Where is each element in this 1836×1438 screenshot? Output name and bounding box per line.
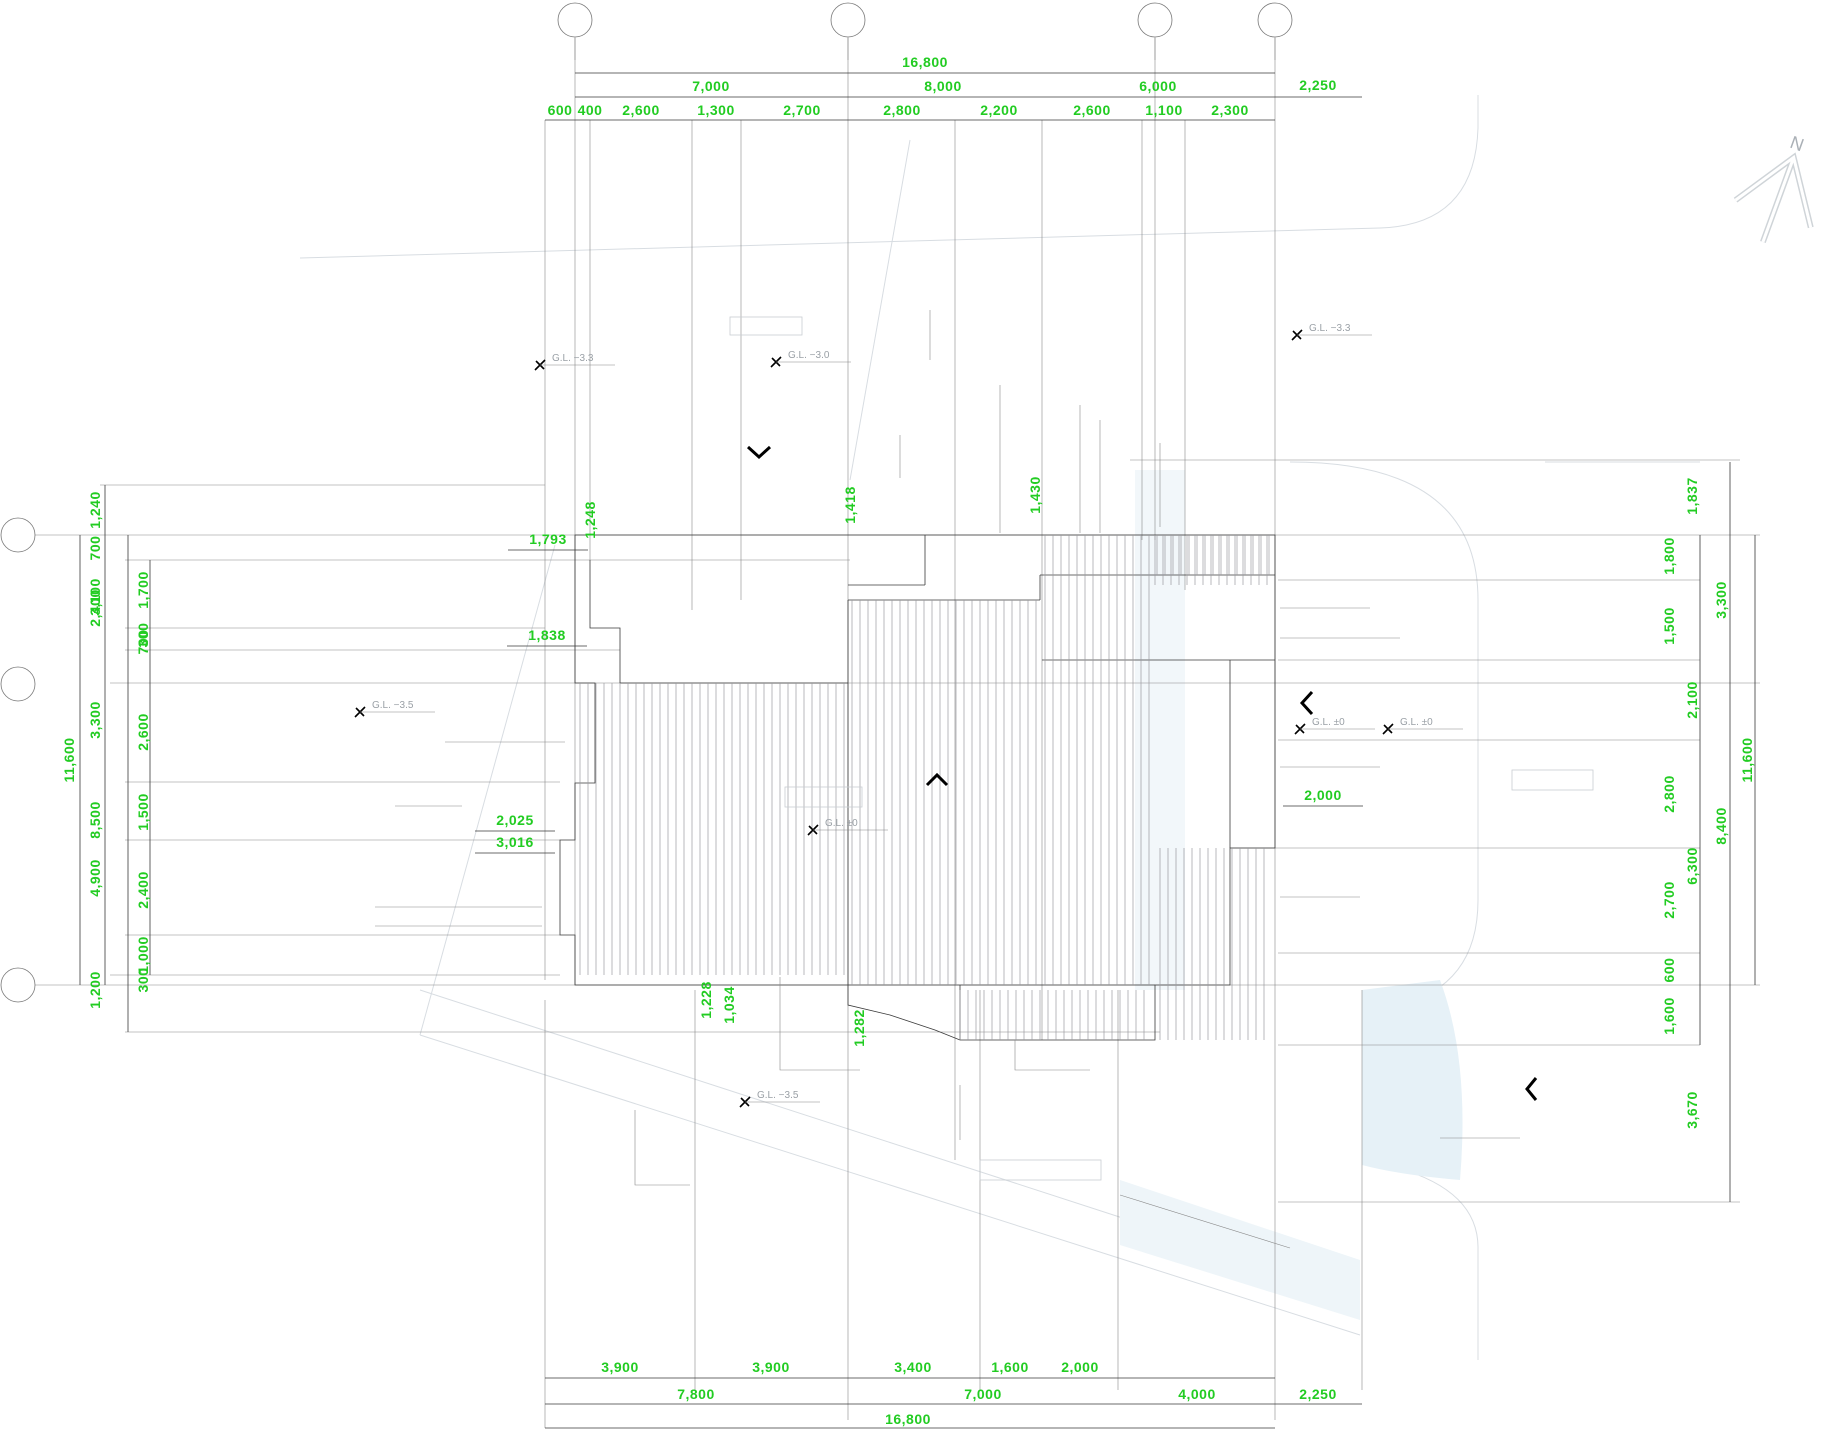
north-arrow-icon: N [1733,132,1814,244]
dimension-top-detail: 2,700 [783,102,821,118]
grid-bubble [1257,2,1293,38]
north-label: N [1788,132,1807,155]
site-context-lines [299,95,1700,1360]
dimension-right-sub: 6,300 [1684,847,1700,885]
dimension-bottom-detail: 3,900 [601,1359,639,1375]
grid-bubble [1137,2,1173,38]
dimension-right-detail: 2,700 [1661,881,1677,919]
dimension-right-detail: 1,600 [1661,997,1677,1035]
dimension-top-mid: 7,000 [692,78,730,94]
dimension-annotations: 16,800 7,000 8,000 6,000 2,250 600 400 2,600 1,3… [61,54,1756,1429]
dimension-left-detail: 2,600 [135,713,151,751]
dimension-top-detail: 2,800 [883,102,921,118]
ground-level-label: G.L. −3.0 [788,350,830,361]
dimension-bottom-mid: 7,000 [964,1386,1002,1402]
dimension-bottom-mid: 7,800 [677,1386,715,1402]
dimension-bottom-extra: 2,250 [1299,1386,1337,1402]
dimension-right-detail: 600 [1661,958,1677,983]
dimension-right-sub: 3,670 [1684,1091,1700,1129]
dimension-bottom-detail: 3,900 [752,1359,790,1375]
dimension-left-sub: 1,240 [87,491,103,529]
grid-bubble [0,666,36,702]
dimension-top-detail: 2,300 [1211,102,1249,118]
ground-level-label: G.L. −3.5 [757,1090,799,1101]
dimension-inner: 2,000 [1304,787,1342,803]
ground-level-label: G.L. ±0 [825,818,858,829]
dimension-left-total: 11,600 [61,737,77,782]
section-arrow-up-icon [925,772,949,787]
dimension-top-mid: 8,000 [924,78,962,94]
dimension-bottom-detail: 3,400 [894,1359,932,1375]
ground-level-label: G.L. −3.3 [552,353,594,364]
dimension-right-mid: 8,400 [1713,807,1729,845]
dimension-right-detail: 2,800 [1661,775,1677,813]
grid-bubble [557,2,593,38]
dimension-left-sub: 1,200 [87,971,103,1009]
dimension-inner: 1,034 [721,986,737,1024]
dimension-bottom-total: 16,800 [885,1411,931,1427]
dimension-inner: 1,282 [851,1009,867,1047]
grid-bubbles [0,2,1293,1003]
dimension-inner: 1,793 [529,531,567,547]
dimension-bottom-detail: 2,000 [1061,1359,1099,1375]
dimension-top-detail: 2,600 [1073,102,1111,118]
dimension-inner: 1,430 [1027,476,1043,514]
dimension-left-detail: 1,000 [135,936,151,974]
dimension-top-detail: 400 [578,102,603,118]
annotation-leaders [375,310,1594,1249]
dimension-left-detail: 300 [135,623,151,648]
dimension-right-total: 11,600 [1739,737,1755,782]
dimension-bottom-mid: 4,000 [1178,1386,1216,1402]
dimension-right-sub: 1,837 [1684,477,1700,515]
dimension-left-mid: 3,100 [87,578,103,616]
dimension-left-detail: 1,700 [135,571,151,609]
dimension-inner: 3,016 [496,834,534,850]
dimension-left-detail: 700 [135,630,151,655]
dimension-left-detail: 1,500 [135,793,151,831]
dimension-top-detail: 1,100 [1145,102,1183,118]
paved-zones [1120,470,1463,1320]
dimension-left-sub: 3,300 [87,701,103,739]
dimension-inner: 1,228 [698,981,714,1019]
dimension-top-detail: 2,200 [980,102,1018,118]
dimension-left-sub: 4,900 [87,859,103,897]
dimension-top-detail: 1,300 [697,102,735,118]
dimension-right-mid: 3,300 [1713,581,1729,619]
section-arrow-left-icon [1525,1077,1538,1101]
ground-level-label: G.L. −3.3 [1309,323,1351,334]
dimension-top-detail: 2,600 [622,102,660,118]
dimension-right-detail: 1,500 [1661,607,1677,645]
section-arrow-left-icon [1299,690,1314,716]
dimension-left-mid: 8,500 [87,801,103,839]
building-outline [559,534,1276,1041]
dimension-right-detail: 1,800 [1661,537,1677,575]
ground-level-label: G.L. ±0 [1400,717,1433,728]
dimension-top-mid: 6,000 [1139,78,1177,94]
dimension-top-detail: 600 [548,102,573,118]
dimension-inner: 1,418 [842,486,858,524]
dimension-top-extra: 2,250 [1299,77,1337,93]
dimension-bottom-detail: 1,600 [991,1359,1029,1375]
dimension-inner: 1,248 [582,501,598,539]
ground-level-label: G.L. ±0 [1312,717,1345,728]
dimension-inner: 2,025 [496,812,534,828]
roof-hatching [579,535,1270,1040]
dimension-left-sub: 700 [87,536,103,561]
dimension-left-sub: 2,400 [87,589,103,627]
section-arrow-down-icon [746,445,772,460]
grid-bubble [0,967,36,1003]
grid-lines [30,38,1760,1428]
section-arrows [746,445,1538,1101]
ground-level-label: G.L. −3.5 [372,700,414,711]
dimension-top-total: 16,800 [902,54,948,70]
dimension-inner: 1,838 [528,627,566,643]
dimension-right-sub: 2,100 [1684,681,1700,719]
dimension-left-detail: 300 [135,968,151,993]
dimension-left-detail: 2,400 [135,871,151,909]
grid-bubble [830,2,866,38]
grid-bubble [0,517,36,553]
